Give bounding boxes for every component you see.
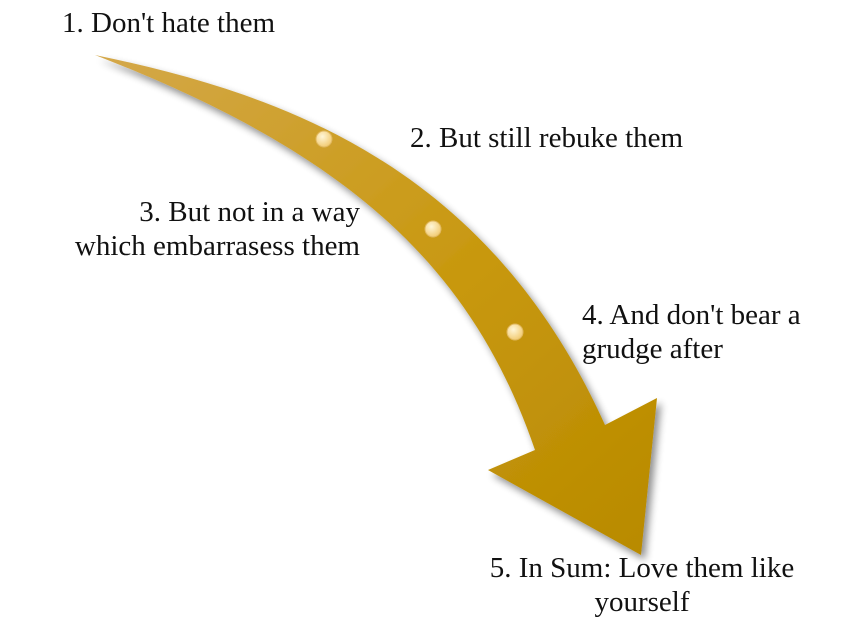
step-label-1: 1. Don't hate them: [62, 7, 276, 39]
step-marker-2: [424, 220, 442, 238]
step-marker-3: [506, 323, 524, 341]
step-label-3: 3. But not in a way which embarrasess th…: [74, 196, 360, 262]
step-label-2: 2. But still rebuke them: [410, 122, 684, 154]
step-marker-1: [315, 130, 333, 148]
arrow-body: [95, 55, 657, 555]
step-label-5: 5. In Sum: Love them like yourself: [489, 552, 795, 618]
step-label-4: 4. And don't bear a grudge after: [582, 299, 801, 365]
